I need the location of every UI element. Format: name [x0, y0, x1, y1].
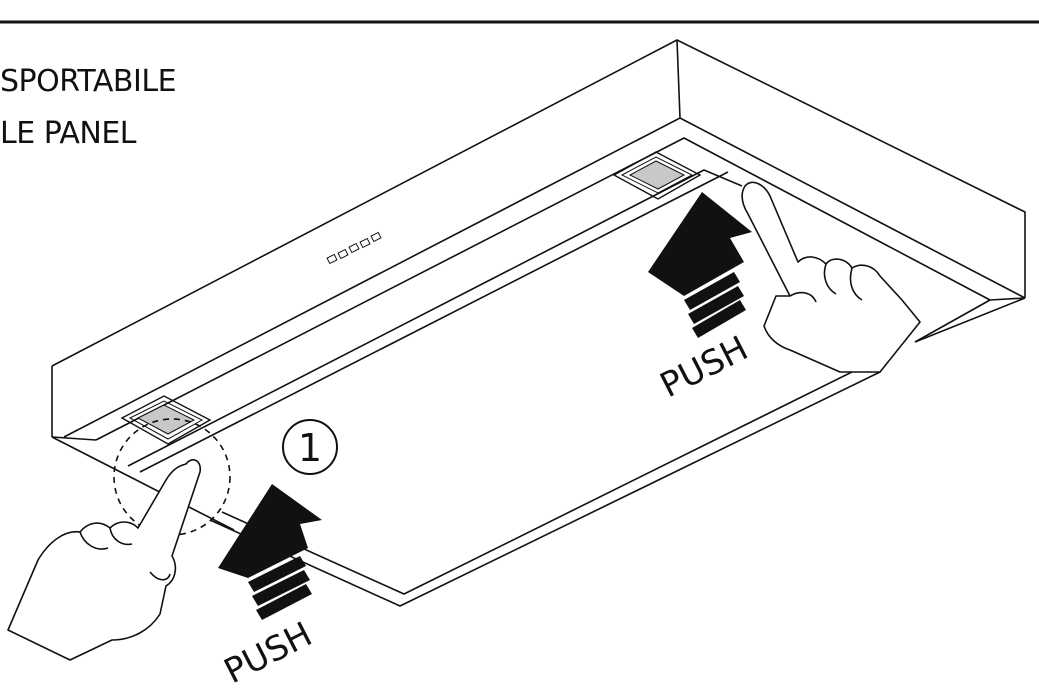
step-number-circle — [282, 419, 338, 475]
pointing-hand-left — [7, 459, 202, 661]
control-button-3 — [348, 242, 360, 254]
push-label-right: PUSH — [654, 328, 755, 406]
hood-inner-frame — [95, 137, 991, 441]
filter-panel-outline — [209, 359, 881, 607]
control-button-5 — [370, 231, 382, 243]
hood-bevel-left — [51, 436, 97, 441]
hood-outer-edge — [51, 39, 1026, 367]
control-button-4 — [359, 237, 371, 249]
hood-bottom-edge — [51, 436, 235, 531]
pointing-hand-right — [741, 181, 921, 373]
hood-rim-back — [676, 39, 681, 119]
push-label-left: PUSH — [218, 614, 319, 692]
step-number-label: 1 — [298, 426, 322, 470]
control-strip-edge — [127, 169, 743, 467]
control-buttons — [326, 231, 382, 265]
push-up-arrow-left — [218, 484, 322, 620]
control-button-1 — [326, 253, 338, 265]
hood-right-bottom — [914, 297, 1026, 343]
control-button-2 — [337, 248, 349, 260]
caption-line-2: LE PANEL — [0, 116, 137, 151]
push-latch-right — [612, 151, 702, 200]
filter-panel-inner — [221, 367, 861, 595]
push-up-arrow-right — [648, 192, 752, 338]
control-strip-edge-2 — [139, 171, 729, 473]
caption-line-1: SPORTABILE — [0, 64, 177, 99]
